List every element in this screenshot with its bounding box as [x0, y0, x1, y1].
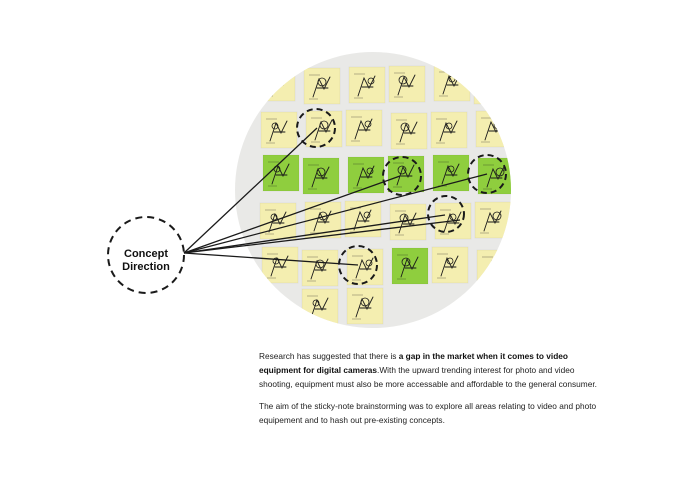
yellow-sticky-note — [301, 249, 339, 287]
photo-circle — [235, 52, 511, 328]
yellow-sticky-note — [346, 287, 384, 325]
yellow-sticky-note — [261, 246, 299, 284]
connector-line — [183, 219, 461, 254]
p1-end: .With the upward trending interest for p… — [259, 365, 597, 390]
connector-line — [183, 214, 446, 254]
concept-callout — [107, 216, 185, 294]
green-sticky-note — [347, 156, 385, 194]
highlight-circle — [467, 154, 507, 194]
concept-label-line1: Concept — [124, 248, 168, 260]
p1-bold: a gap in the market when it comes to vid… — [259, 351, 568, 376]
yellow-sticky-note — [258, 64, 296, 102]
yellow-sticky-note — [260, 111, 298, 149]
concept-label-line2: Direction — [122, 261, 170, 273]
yellow-sticky-note — [388, 65, 426, 103]
yellow-sticky-note — [345, 109, 383, 147]
concept-direction-circle — [107, 216, 185, 294]
yellow-sticky-note — [305, 110, 343, 148]
paragraph-research: Research has suggested that there is a g… — [259, 349, 604, 392]
yellow-sticky-note — [390, 112, 428, 150]
concept-direction-label: Concept Direction — [108, 248, 184, 274]
yellow-sticky-note — [434, 202, 472, 240]
green-sticky-note — [477, 157, 511, 195]
yellow-sticky-note — [430, 111, 468, 149]
yellow-sticky-note — [473, 67, 511, 105]
green-sticky-note — [432, 154, 470, 192]
yellow-sticky-note — [301, 288, 339, 326]
yellow-sticky-note — [475, 110, 511, 148]
yellow-sticky-note — [474, 201, 511, 239]
yellow-sticky-note — [303, 67, 341, 105]
connector-line — [183, 127, 318, 254]
yellow-sticky-note — [433, 64, 471, 102]
highlighted-notes — [296, 108, 507, 285]
paragraph-aim: The aim of the sticky-note brainstorming… — [259, 400, 597, 425]
highlight-circle — [427, 195, 465, 233]
connector-lines — [183, 127, 488, 266]
highlight-circle — [296, 108, 336, 148]
green-sticky-note — [391, 247, 429, 285]
highlight-circle — [338, 245, 378, 285]
yellow-sticky-note — [476, 249, 511, 287]
description-text: Research has suggested that there is a g… — [259, 349, 604, 434]
green-sticky-note — [302, 157, 340, 195]
connector-line — [183, 173, 488, 254]
highlight-circle — [382, 156, 422, 196]
yellow-sticky-note — [431, 246, 469, 284]
connector-line — [183, 175, 401, 254]
yellow-sticky-note — [259, 202, 297, 240]
yellow-sticky-note — [348, 66, 386, 104]
p1-start: Research has suggested that there is — [259, 351, 399, 361]
connector-line — [183, 252, 359, 266]
